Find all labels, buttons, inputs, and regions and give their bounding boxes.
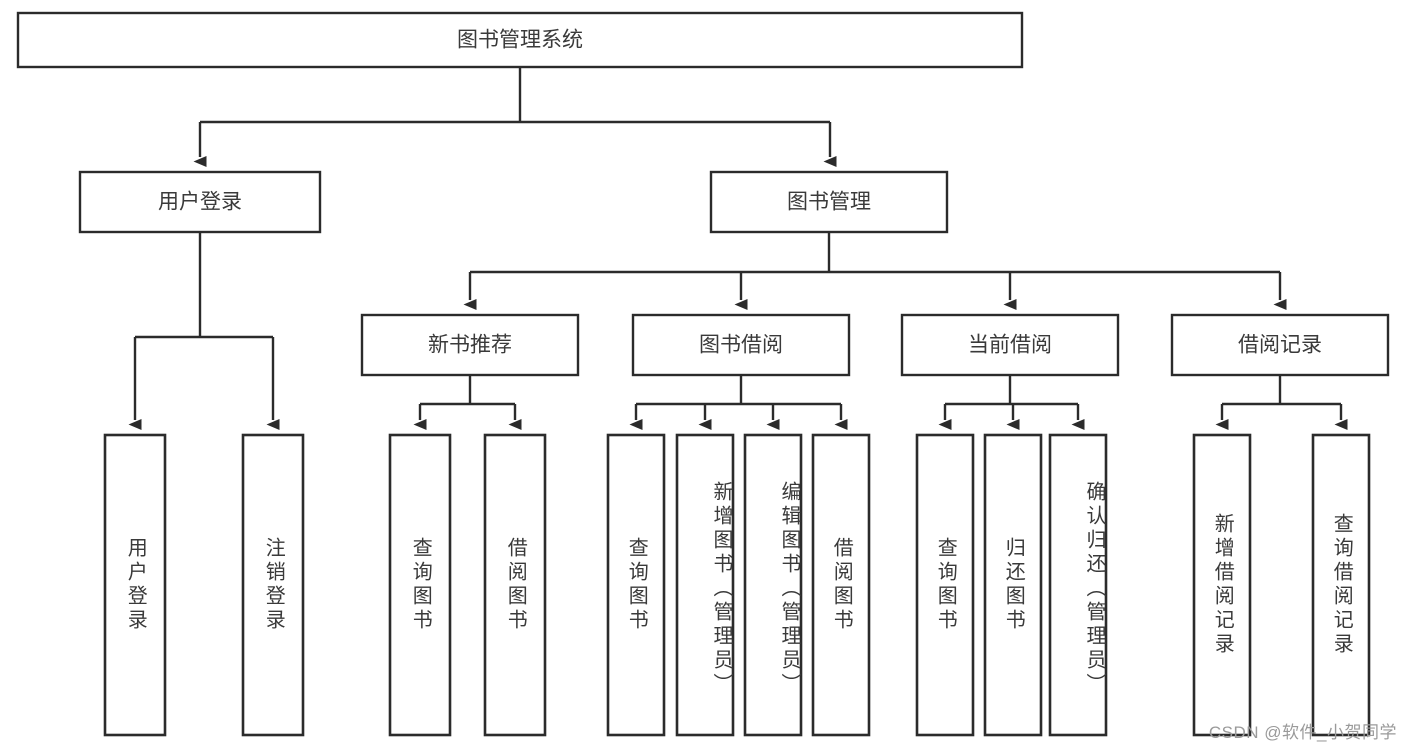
- node-leaf-add-book[interactable]: [675, 433, 735, 737]
- node-leaf-query-book-2[interactable]: [606, 433, 666, 737]
- node-leaf-query-record[interactable]: [1311, 433, 1371, 737]
- node-current-borrow-label: 当前借阅: [968, 334, 1052, 357]
- node-book-manage[interactable]: 图书管理: [709, 170, 949, 234]
- node-leaf-query-book-3[interactable]: [915, 433, 975, 737]
- node-leaf-edit-book[interactable]: [743, 433, 803, 737]
- node-root[interactable]: 图书管理系统: [16, 11, 1024, 69]
- node-leaf-borrow-book-2[interactable]: [811, 433, 871, 737]
- node-leaf-query-book-1[interactable]: [388, 433, 452, 737]
- node-user-login[interactable]: 用户登录: [78, 170, 322, 234]
- node-borrow-record[interactable]: 借阅记录: [1170, 313, 1390, 377]
- node-new-book-rec[interactable]: 新书推荐: [360, 313, 580, 377]
- csdn-watermark: CSDN @软件_小贺同学: [1208, 723, 1397, 742]
- node-leaf-add-record[interactable]: [1192, 433, 1252, 737]
- node-layer: 图书管理系统 用户登录 图书管理 新书推荐 图书借阅 当前: [16, 11, 1390, 737]
- node-book-borrow-label: 图书借阅: [699, 334, 783, 357]
- node-book-borrow[interactable]: 图书借阅: [631, 313, 851, 377]
- node-leaf-user-login[interactable]: [103, 433, 167, 737]
- node-leaf-logout[interactable]: [241, 433, 305, 737]
- node-book-manage-label: 图书管理: [787, 191, 871, 214]
- node-borrow-record-label: 借阅记录: [1238, 334, 1322, 357]
- node-root-label: 图书管理系统: [457, 29, 583, 52]
- node-current-borrow[interactable]: 当前借阅: [900, 313, 1120, 377]
- node-leaf-borrow-book-1[interactable]: [483, 433, 547, 737]
- node-user-login-label: 用户登录: [158, 191, 242, 214]
- node-leaf-confirm-return[interactable]: [1048, 433, 1108, 737]
- node-leaf-return-book[interactable]: [983, 433, 1043, 737]
- node-new-book-rec-label: 新书推荐: [428, 334, 512, 357]
- edge-layer: [128, 67, 1348, 430]
